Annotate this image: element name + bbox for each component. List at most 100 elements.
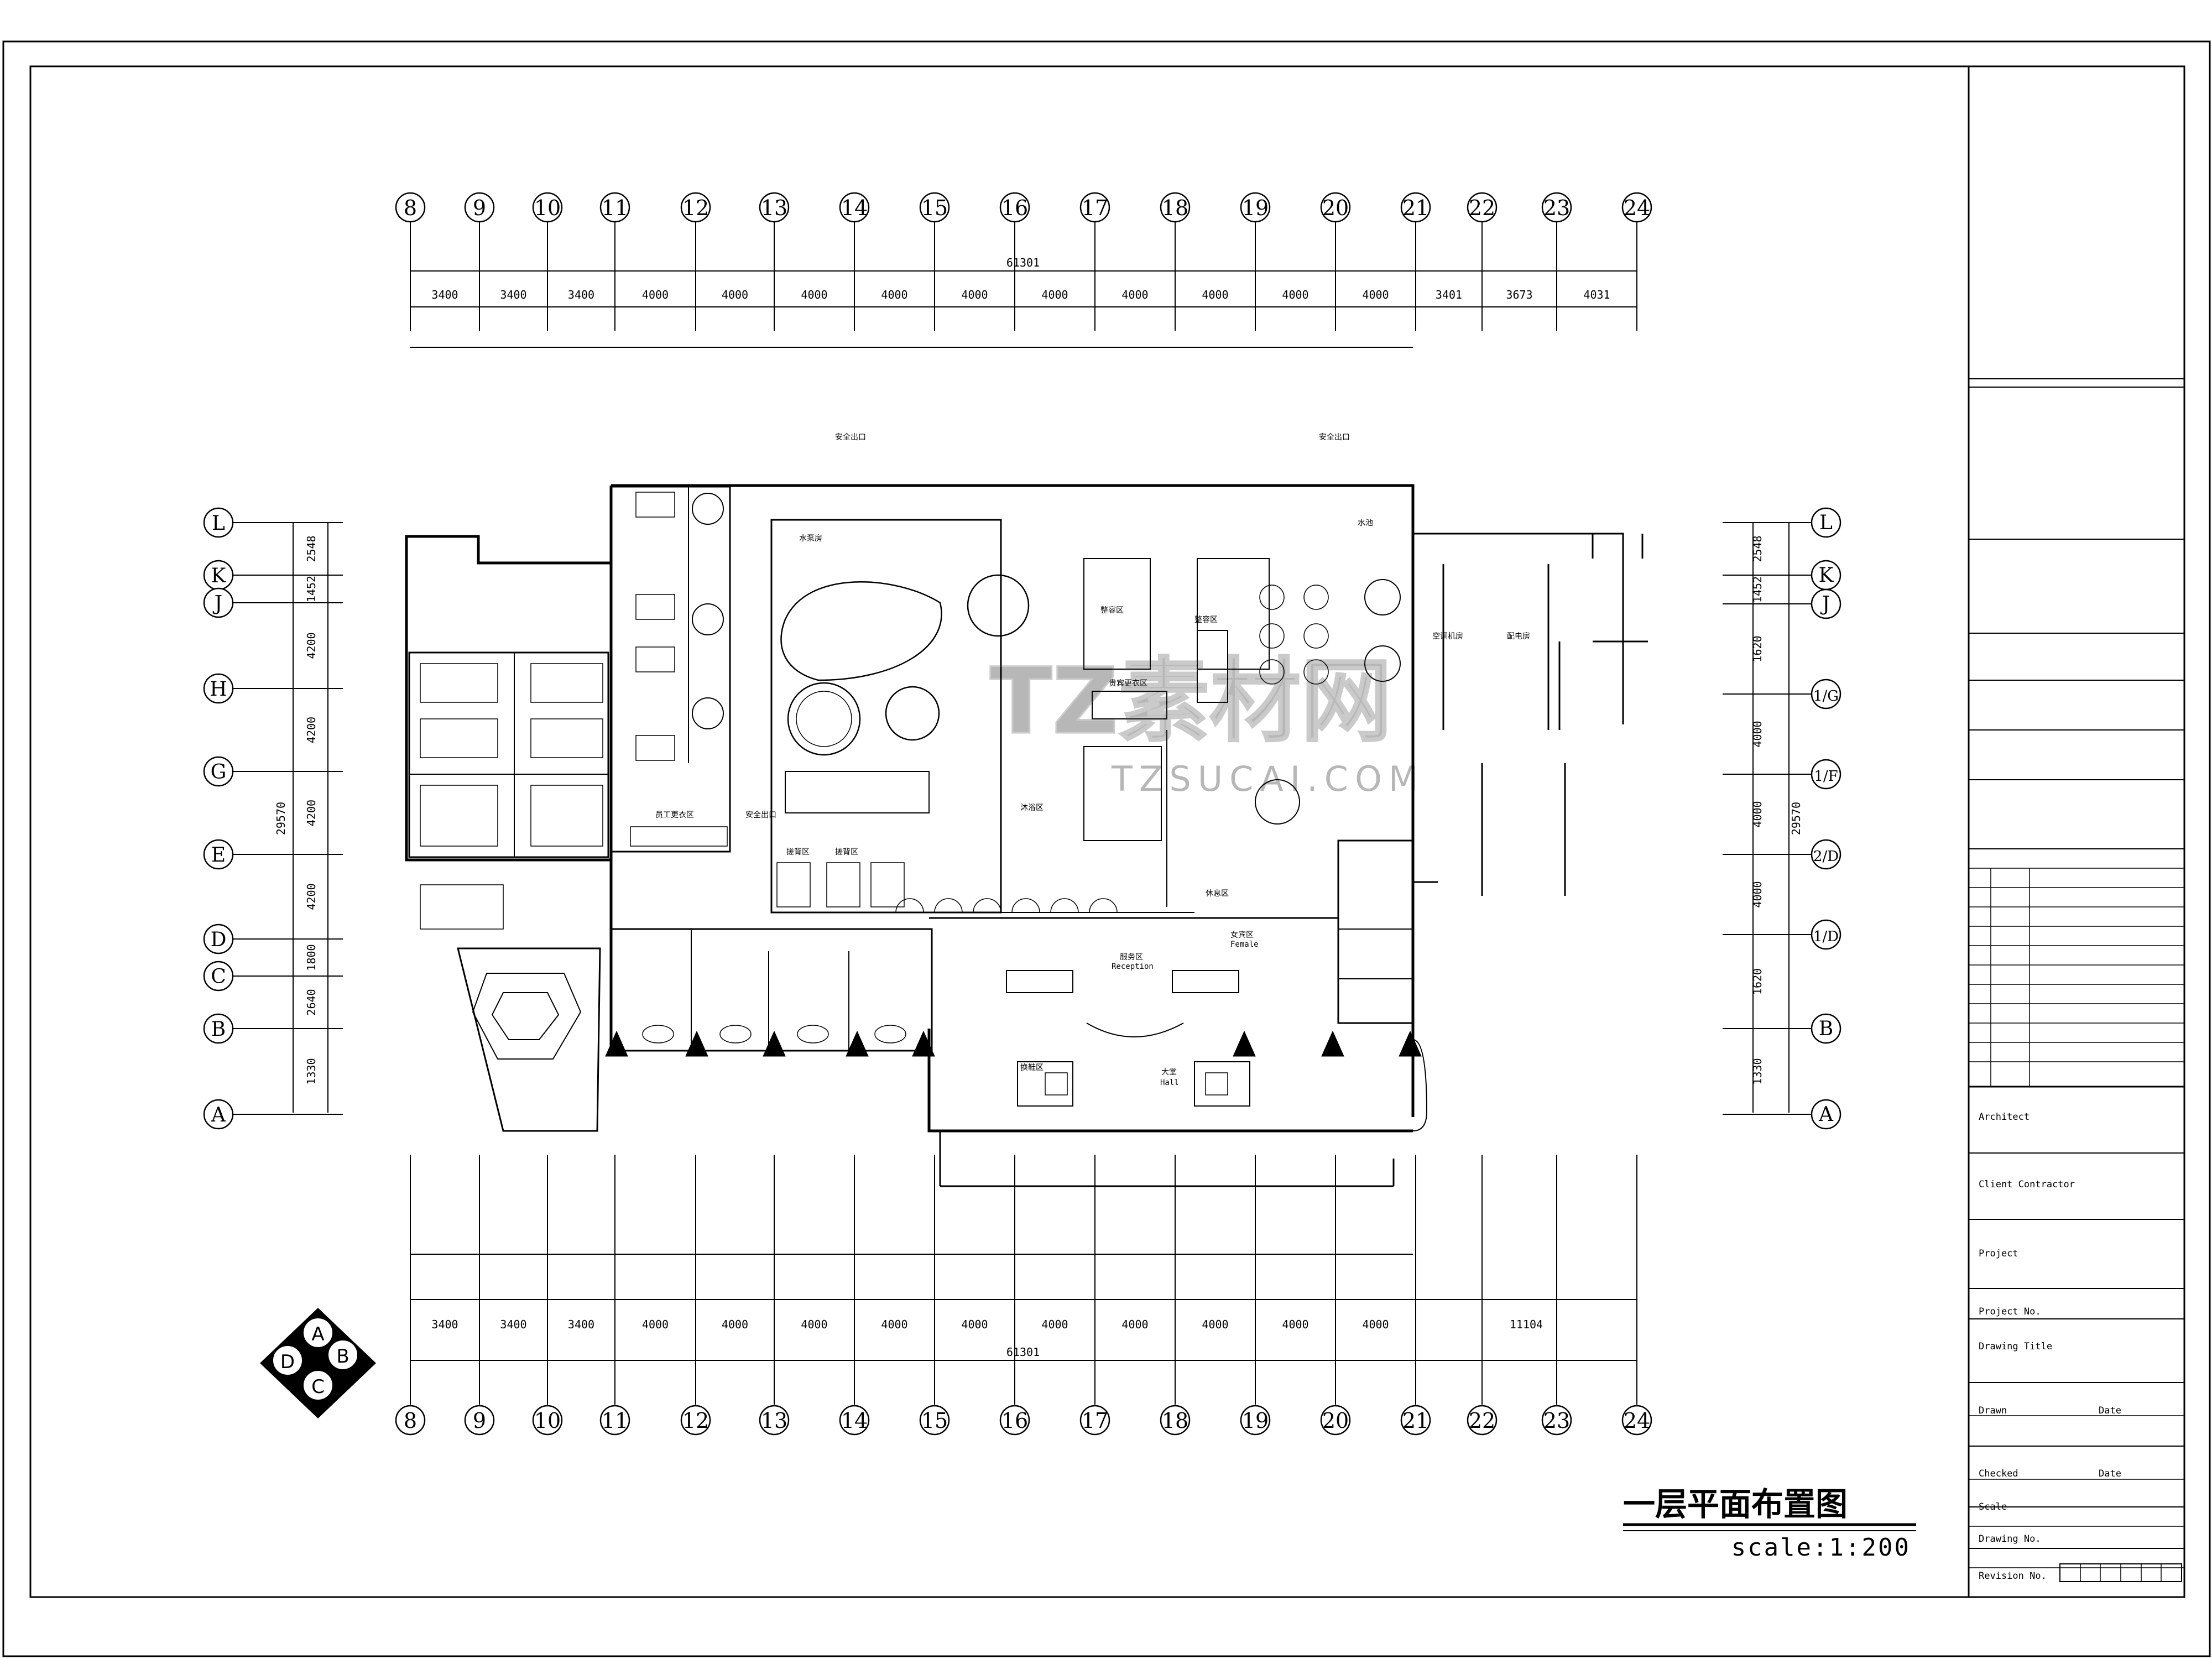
axis-label-bottom-8: 8 [404,1408,417,1433]
axis-bubble-bottom-11 [599,1405,630,1436]
dim-top-11: 4000 [1282,288,1308,301]
axis-bubble-top-12 [680,192,711,223]
dim-bottom-1: 3400 [500,1318,526,1331]
dim-right-1: 1452 [1751,576,1764,603]
dim-bottom-7: 4000 [961,1318,988,1331]
axis-label-bottom-20: 20 [1322,1408,1349,1433]
row-label-right-L: L [1819,512,1833,534]
row-bubble-right-L [1811,507,1841,538]
dim-bottom-5: 4000 [801,1318,827,1331]
dim-left-total: 29570 [274,802,288,835]
axis-label-top-20: 20 [1322,196,1349,220]
label-makeup-right: 整容区 [1194,615,1218,624]
row-bubble-right-1/G [1811,679,1841,709]
dim-top-10: 4000 [1202,288,1228,301]
row-label-right-1/D: 1/D [1813,928,1839,945]
row-label-right-1/F: 1/F [1814,768,1838,785]
axis-label-top-15: 15 [921,196,948,220]
label-staff-change: 员工更衣区 [655,811,694,820]
row-bubble-left-H [203,673,234,704]
dim-top-13: 3401 [1436,288,1462,301]
axis-bubble-bottom-10 [532,1405,563,1436]
tb-client: Client Contractor [1979,1179,2075,1190]
compass-a: A [311,1323,324,1345]
row-bubble-left-E [203,839,234,870]
axis-label-bottom-13: 13 [761,1408,787,1433]
row-bubble-right-1/F [1811,759,1841,790]
dim-bottom-2: 3400 [568,1318,594,1331]
axis-bubble-top-14 [839,192,870,223]
row-label-left-K: K [211,565,227,587]
watermark: TZ素材网 TZSUCAI.COM [989,648,1425,800]
axis-bubble-bottom-12 [680,1405,711,1436]
drawing-title-block: 一层平面布置图 scale:1:200 [1623,1485,1916,1562]
tb-drawn: Drawn [1979,1405,2007,1416]
row-bubble-right-J [1811,588,1841,619]
dim-left-4: 4200 [305,800,318,826]
axis-bubble-bottom-9 [464,1405,495,1436]
dim-left-7: 2640 [305,989,318,1015]
axis-label-top-11: 11 [602,196,628,220]
row-label-left-H: H [210,678,227,701]
room-labels: 安全出口 安全出口 安全出口 水泵房 水池 员工更衣区 贵宾更衣区 整容区 整容… [655,432,1530,1087]
dim-left-5: 4200 [305,883,318,910]
label-water-pump: 水泵房 [799,534,822,543]
axis-label-top-16: 16 [1001,196,1028,220]
row-bubble-left-D [203,924,234,954]
row-label-left-B: B [211,1018,226,1041]
tb-drawing-no: Drawing No. [1979,1533,2041,1545]
axis-label-bottom-17: 17 [1082,1408,1108,1433]
dim-top-total: 61301 [1006,256,1040,269]
axis-bubble-bottom-14 [839,1405,870,1436]
axis-label-top-14: 14 [841,196,868,220]
dim-right-6: 1620 [1751,968,1764,995]
dim-bottom-11: 4000 [1282,1318,1308,1331]
axis-label-top-22: 22 [1469,196,1495,220]
axis-bubble-bottom-24 [1621,1405,1652,1436]
axis-label-top-17: 17 [1082,196,1108,220]
axis-bubble-top-10 [532,192,563,223]
axis-bubble-top-22 [1467,192,1498,223]
watermark-site: TZSUCAI.COM [1111,759,1425,799]
row-bubble-left-L [203,507,234,538]
axis-label-bottom-22: 22 [1469,1408,1495,1433]
label-hall-en: Hall [1160,1078,1179,1087]
dim-top-3: 4000 [642,288,669,301]
label-bath-area: 沐浴区 [1020,804,1044,812]
axis-label-bottom-23: 23 [1543,1408,1570,1433]
label-safety-exit-1: 安全出口 [835,432,866,442]
compass-d: D [280,1351,295,1373]
watermark-brand: TZ素材网 [990,648,1392,754]
dim-left-2: 4200 [305,632,318,659]
row-label-left-C: C [211,966,226,988]
row-bubble-right-A [1811,1099,1841,1130]
dim-bottom-4: 4000 [722,1318,748,1331]
axis-label-top-9: 9 [473,196,486,220]
axis-bubble-bottom-13 [759,1405,790,1436]
dim-bottom-12: 4000 [1362,1318,1389,1331]
axis-bubble-bottom-16 [999,1405,1030,1436]
drawing-title: 一层平面布置图 [1623,1485,1848,1523]
row-bubble-right-2/D [1811,839,1841,870]
axis-bubble-top-23 [1541,192,1572,223]
axis-bubble-top-24 [1621,192,1652,223]
row-label-left-E: E [211,844,226,867]
label-rest-right: 休息区 [1206,889,1229,898]
label-water-pool: 水池 [1358,519,1373,528]
axis-bubble-top-13 [759,192,790,223]
dim-left-8: 1330 [305,1058,318,1084]
dim-top-7: 4000 [961,288,988,301]
label-reception-en: Reception [1112,962,1154,971]
axis-label-bottom-16: 16 [1001,1408,1028,1433]
tb-project: Project [1979,1248,2018,1259]
axis-label-top-24: 24 [1624,196,1650,220]
axis-bubble-bottom-17 [1079,1405,1110,1436]
dim-right-3: 4000 [1751,721,1764,747]
tb-date-2: Date [2099,1468,2121,1479]
row-label-left-J: J [212,592,222,615]
outer-border [2,40,2211,1657]
dim-top-14: 3673 [1506,288,1532,301]
row-label-right-A: A [1818,1103,1834,1126]
row-bubble-left-J [203,587,234,618]
